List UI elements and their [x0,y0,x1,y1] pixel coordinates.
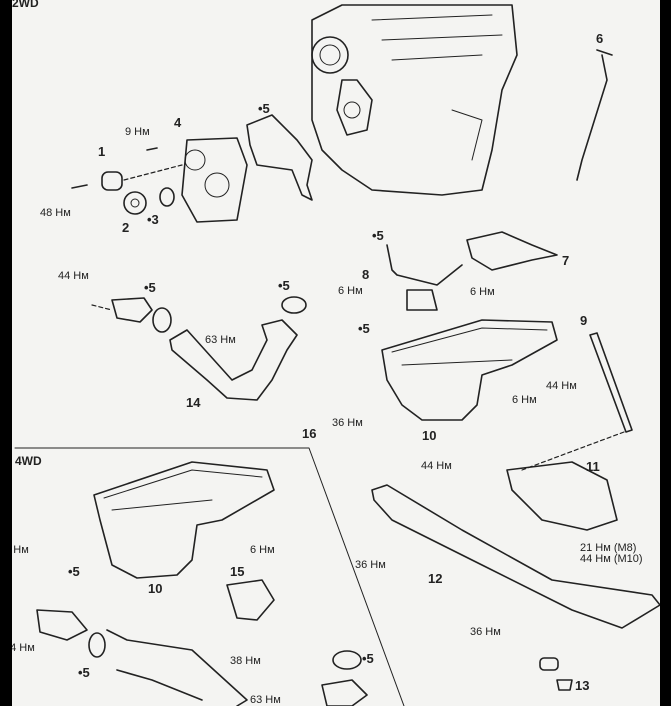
part-7-label: 7 [562,253,570,268]
torque-label: 44 Нм [546,380,577,392]
oil-pan-4wd [93,461,275,579]
baffle-plate [466,231,558,271]
bracket-15 [226,579,275,621]
part-5-label: •5 [278,278,290,293]
torque-label: 44 Нм (M10) [580,553,643,565]
part-6-label: 6 [596,31,604,46]
4wd-frame [14,447,405,706]
oil-strainer-4wd [36,609,248,706]
part-8-label: 8 [362,267,370,282]
torque-label: 63 Нм [205,334,236,346]
part-16-label: 16 [302,426,317,441]
part-5-label: •5 [68,564,80,579]
torque-label: 6 Нм [470,286,495,298]
torque-label: 6 Нм [512,394,537,406]
torque-label: 6 Нм [338,285,363,297]
diagram-drawing [14,4,660,706]
part-12-label: 12 [428,571,443,586]
engine-mount [506,461,618,531]
part-14-label: 14 [186,395,201,410]
part-10-label: 10 [148,581,163,596]
torque-label: 36 Нм [332,417,363,429]
oil-pump [181,137,248,223]
torque-label: 44 Нм [58,270,89,282]
torque-label: 38 Нм [12,544,29,556]
torque-label: 6 Нм [250,544,275,556]
stiffener-rod [589,332,633,433]
torque-label: 44 Нм [12,642,35,654]
oil-strainer-2wd [91,296,307,401]
timing-gasket [246,114,313,201]
part-13-label: 13 [575,678,590,693]
part-5-label: •5 [144,280,156,295]
part-10-label: 10 [422,428,437,443]
part-4-label: 4 [174,115,182,130]
torque-label: 63 Нм [250,694,281,706]
part-5-label: •5 [362,651,374,666]
torque-label: 9 Нм [125,126,150,138]
exploded-parts-diagram: 2WD 4WD 6 •5 9 Нм 4 1 48 Нм 2 •3 44 Нм •… [12,0,660,706]
section-label-4wd: 4WD [15,454,42,468]
torque-label: 48 Нм [40,207,71,219]
part-5-label: •5 [258,101,270,116]
dipstick [576,49,613,181]
torque-label: 36 Нм [355,559,386,571]
oil-pipe [386,244,463,311]
torque-label: 21 Нм (M8) [580,542,637,554]
part-15-label: 15 [230,564,245,579]
part-9-label: 9 [580,313,588,328]
section-label-2wd: 2WD [12,0,39,10]
part-5-label: •5 [78,665,90,680]
part-5-label: •5 [358,321,370,336]
part-3-label: •3 [147,212,159,227]
part-2-label: 2 [122,220,130,235]
crossmember [371,484,660,629]
part-1-label: 1 [98,144,106,159]
part-11-label: 11 [586,459,600,474]
torque-label: 38 Нм [230,655,261,667]
torque-label: 36 Нм [470,626,501,638]
oil-pan-2wd [381,319,558,421]
engine-block [311,4,518,196]
torque-label: 44 Нм [421,460,452,472]
part-5-label: •5 [372,228,384,243]
